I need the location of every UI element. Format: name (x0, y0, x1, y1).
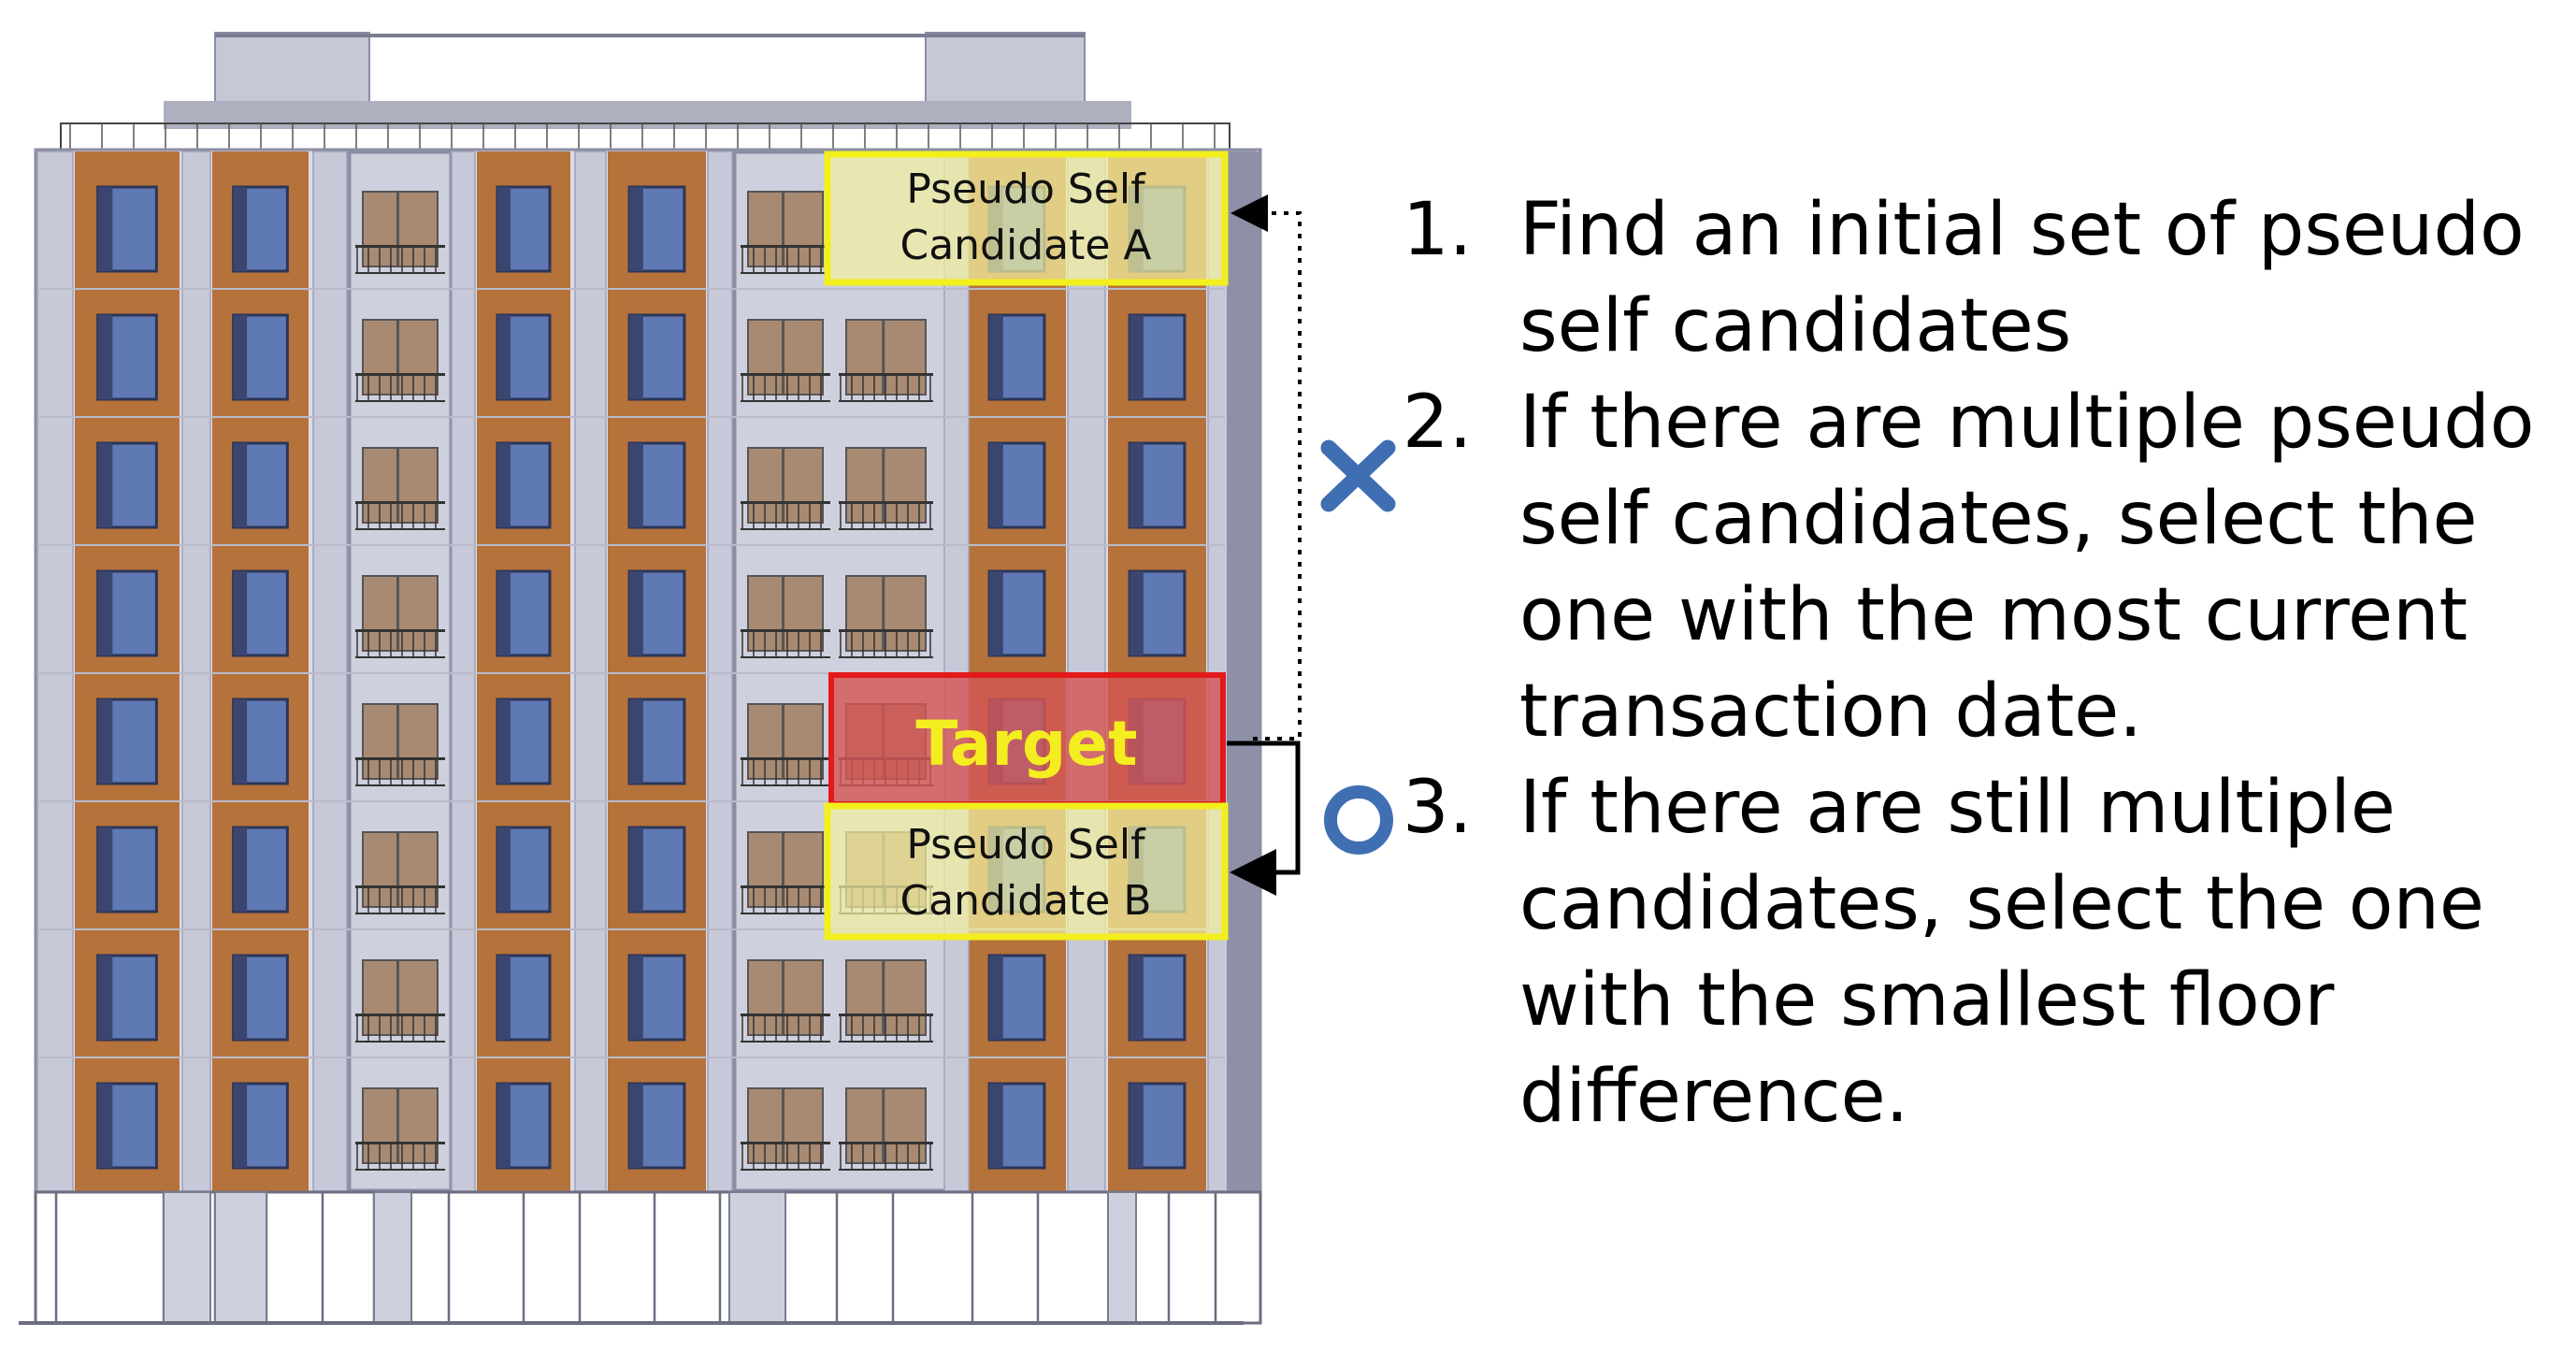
candidate-b-label-line1: Pseudo Self (906, 821, 1146, 869)
step-item: 1. Find an initial set of pseudo self ca… (1403, 182, 2562, 375)
step-item: 2. If there are multiple pseudo self can… (1403, 375, 2562, 760)
balcony-door (362, 575, 439, 652)
target-label: Target (915, 708, 1137, 780)
balcony-door (362, 1087, 439, 1164)
pilaster (943, 151, 970, 1192)
candidate-a-label-line2: Candidate A (899, 222, 1151, 269)
balcony-door (362, 959, 439, 1036)
side-wall-edge (1227, 151, 1259, 1191)
pilaster (707, 151, 733, 1192)
solid-connector-to-candidate-b (1227, 741, 1301, 896)
roof-parapet (164, 101, 1131, 129)
step-number: 2. (1403, 381, 1473, 465)
pilaster (181, 151, 211, 1192)
balcony-door (747, 831, 824, 908)
step-text: If there are multiple pseudo self candid… (1519, 381, 2535, 754)
balcony-door (747, 319, 824, 396)
pilaster (451, 151, 476, 1192)
pilaster (36, 151, 74, 1192)
step-text: Find an initial set of pseudo self candi… (1519, 188, 2525, 368)
balcony-door (362, 831, 439, 908)
candidate-b-label-line2: Candidate B (899, 877, 1151, 925)
balcony-door (747, 1087, 824, 1164)
cross-mark-icon (1320, 439, 1396, 512)
candidate-a-label-line1: Pseudo Self (906, 165, 1146, 213)
circle-mark-icon (1324, 785, 1393, 855)
balcony-door (747, 191, 824, 267)
step-number: 1. (1403, 188, 1473, 272)
selection-steps-list: 1. Find an initial set of pseudo self ca… (1403, 182, 2562, 1145)
target-box: Target (828, 672, 1226, 807)
balcony-door (747, 703, 824, 780)
balcony-door (747, 959, 824, 1036)
pilaster (1067, 151, 1106, 1192)
step-number: 3. (1403, 766, 1473, 850)
step-item: 3. If there are still multiple candidate… (1403, 760, 2562, 1145)
step-text: If there are still multiple candidates, … (1519, 766, 2484, 1139)
balcony-door (362, 191, 439, 267)
pilaster (574, 151, 607, 1192)
balcony-door (747, 575, 824, 652)
candidate-a-box: Pseudo Self Candidate A (824, 151, 1229, 286)
balcony-door (362, 447, 439, 524)
balcony-door (362, 703, 439, 780)
pilaster (312, 151, 348, 1192)
balcony-door (362, 319, 439, 396)
candidate-b-box: Pseudo Self Candidate B (824, 802, 1229, 941)
balcony-door (747, 447, 824, 524)
